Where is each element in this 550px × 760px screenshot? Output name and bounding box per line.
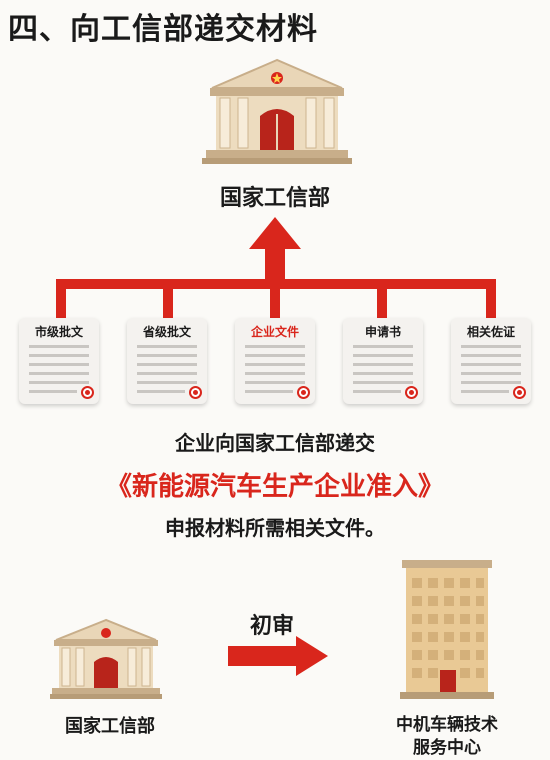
document-label: 省级批文 [142, 325, 191, 339]
submission-arrow-tree [56, 217, 496, 325]
document-card: 申请书 [343, 318, 423, 404]
description-line-1: 企业向国家工信部递交 [175, 431, 375, 455]
document-card: 相关佐证 [451, 318, 531, 404]
seal-icon [81, 386, 94, 399]
seal-icon [405, 386, 418, 399]
seal-icon [189, 386, 202, 399]
document-label: 相关佐证 [466, 325, 515, 339]
office-tower-icon [400, 560, 494, 699]
government-building-icon [202, 58, 352, 164]
document-label: 申请书 [364, 325, 401, 339]
source-label: 国家工信部 [65, 716, 155, 737]
document-card: 省级批文 [127, 318, 207, 404]
government-building-icon [50, 618, 162, 699]
seal-icon [297, 386, 310, 399]
target-label-line-1: 中机车辆技术 [396, 715, 498, 735]
target-label-line-2: 服务中心 [413, 738, 481, 758]
right-arrow-icon [228, 636, 328, 676]
top-building-label: 国家工信部 [219, 186, 330, 211]
document-label: 企业文件 [250, 325, 299, 339]
document-card: 市级批文 [19, 318, 99, 404]
preliminary-review-label: 初审 [249, 614, 294, 639]
description-line-3: 申报材料所需相关文件。 [165, 516, 385, 540]
description-title: 《新能源汽车生产企业准入》 [105, 472, 444, 502]
page-title: 四、向工信部递交材料 [8, 12, 318, 47]
seal-icon [513, 386, 526, 399]
document-label: 市级批文 [34, 325, 83, 339]
document-card: 企业文件 [235, 318, 315, 404]
